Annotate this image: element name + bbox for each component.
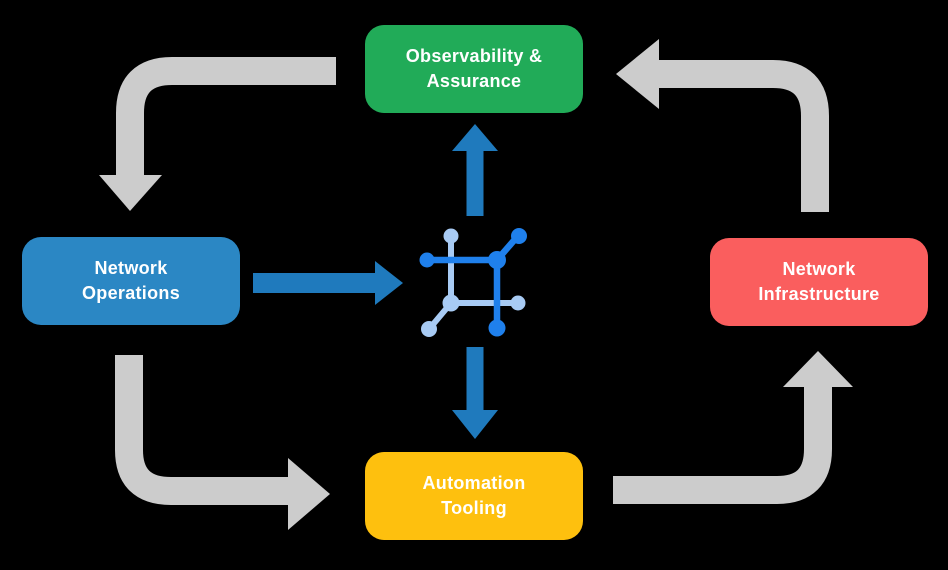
- node-label-line: Infrastructure: [758, 284, 880, 304]
- arrow-center-to-observability: [452, 124, 498, 216]
- node-network-infrastructure: Network Infrastructure: [710, 238, 928, 326]
- node-label-line: Automation: [422, 473, 526, 493]
- node-label-line: Network: [782, 259, 856, 279]
- node-observability-assurance: Observability & Assurance: [365, 25, 583, 113]
- arrow-operations-to-automation: [115, 355, 330, 530]
- node-label-line: Assurance: [426, 71, 522, 91]
- arrow-infrastructure-to-observability: [616, 39, 829, 212]
- arrow-observability-to-operations: [99, 57, 336, 211]
- node-network-operations: Network Operations: [22, 237, 240, 325]
- arrow-center-to-automation: [452, 347, 498, 439]
- node-label-line: Operations: [81, 283, 181, 303]
- network-fabric-icon: [419, 228, 527, 337]
- node-automation-tooling: Automation Tooling: [365, 452, 583, 540]
- node-label-line: Tooling: [441, 498, 507, 518]
- node-label-line: Observability &: [405, 46, 543, 66]
- node-label-line: Network: [94, 258, 168, 278]
- arrow-operations-to-center: [253, 261, 403, 305]
- arrow-automation-to-infrastructure: [613, 351, 853, 504]
